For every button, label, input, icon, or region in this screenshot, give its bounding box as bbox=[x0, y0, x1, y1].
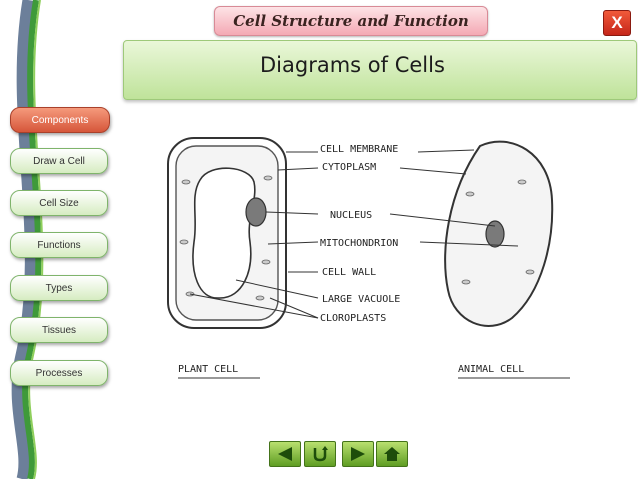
page-title: Diagrams of Cells bbox=[260, 53, 445, 77]
animal-mitochondria bbox=[461, 179, 535, 285]
home-icon bbox=[384, 447, 400, 461]
forward-button[interactable] bbox=[342, 441, 374, 467]
close-icon: X bbox=[611, 13, 623, 32]
nav-label: Components bbox=[31, 114, 89, 126]
nav-types[interactable]: Types bbox=[10, 275, 108, 301]
label-mitochondrion: MITOCHONDRION bbox=[320, 238, 398, 249]
label-vacuole: LARGE VACUOLE bbox=[322, 294, 400, 305]
return-icon bbox=[313, 446, 328, 462]
label-cytoplasm: CYTOPLASM bbox=[322, 162, 376, 173]
nav-processes[interactable]: Processes bbox=[10, 360, 108, 386]
slide-header: Diagrams of Cells bbox=[123, 40, 637, 100]
back-button[interactable] bbox=[269, 441, 301, 467]
plant-cell-wall bbox=[167, 137, 287, 329]
back-arrow-icon bbox=[278, 447, 292, 461]
nav-components[interactable]: Components bbox=[10, 107, 110, 133]
nav-label: Tissues bbox=[41, 324, 77, 336]
nav-label: Draw a Cell bbox=[33, 155, 85, 167]
label-cell-wall: CELL WALL bbox=[322, 267, 376, 278]
forward-arrow-icon bbox=[351, 447, 365, 461]
plant-nucleus bbox=[245, 197, 267, 227]
close-button[interactable]: X bbox=[603, 10, 631, 36]
cell-diagram: CELL MEMBRANE CYTOPLASM NUCLEUS MITOCHON… bbox=[167, 137, 570, 379]
home-button[interactable] bbox=[376, 441, 408, 467]
caption-animal: ANIMAL CELL bbox=[458, 364, 524, 375]
label-nucleus: NUCLEUS bbox=[330, 210, 372, 221]
nav-tissues[interactable]: Tissues bbox=[10, 317, 108, 343]
nav-label: Processes bbox=[35, 367, 83, 379]
nav-draw-a-cell[interactable]: Draw a Cell bbox=[10, 148, 108, 174]
app-title: Cell Structure and Function bbox=[233, 12, 469, 30]
nav-cell-size[interactable]: Cell Size bbox=[10, 190, 108, 216]
app-title-plate: Cell Structure and Function bbox=[214, 6, 488, 36]
decorative-vine bbox=[11, 0, 44, 479]
nav-label: Cell Size bbox=[39, 197, 79, 209]
label-membrane: CELL MEMBRANE bbox=[320, 144, 398, 155]
nav-label: Functions bbox=[37, 239, 81, 251]
caption-plant: PLANT CELL bbox=[178, 364, 238, 375]
nav-label: Types bbox=[45, 282, 73, 294]
label-chloroplasts: CLOROPLASTS bbox=[320, 313, 386, 324]
nav-functions[interactable]: Functions bbox=[10, 232, 108, 258]
plant-vacuole bbox=[192, 167, 256, 299]
animal-nucleus bbox=[485, 220, 505, 248]
return-button[interactable] bbox=[304, 441, 336, 467]
label-pointers bbox=[189, 149, 519, 319]
